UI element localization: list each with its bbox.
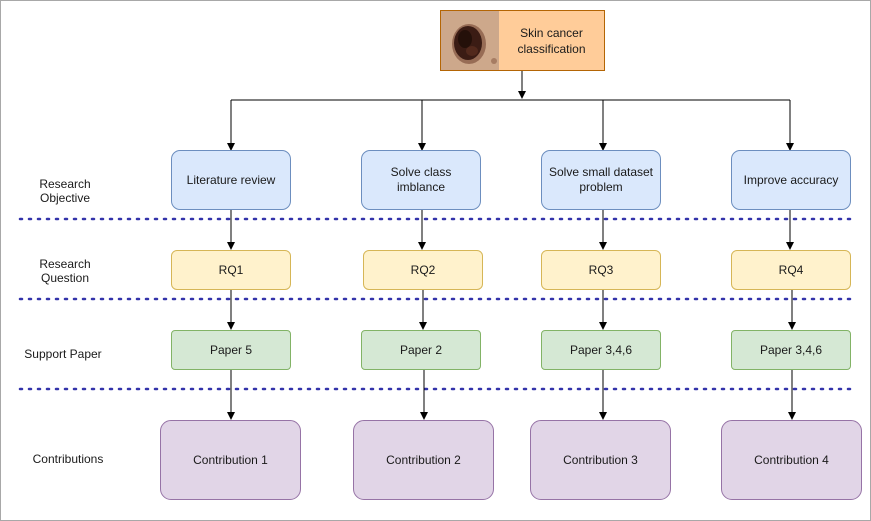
contribution-node-1[interactable]: Contribution 1	[160, 420, 301, 500]
paper-node-3[interactable]: Paper 3,4,6	[541, 330, 661, 370]
skin-lesion-icon	[441, 11, 499, 70]
root-node[interactable]: Skin cancer classification	[440, 10, 605, 71]
contribution-node-3[interactable]: Contribution 3	[530, 420, 671, 500]
question-node-2[interactable]: RQ2	[363, 250, 483, 290]
paper-node-4[interactable]: Paper 3,4,6	[731, 330, 851, 370]
row-label-objective: Research Objective	[39, 177, 91, 205]
question-node-1[interactable]: RQ1	[171, 250, 291, 290]
question-node-3[interactable]: RQ3	[541, 250, 661, 290]
row-label-paper: Support Paper	[24, 347, 102, 361]
objective-node-3[interactable]: Solve small dataset problem	[541, 150, 661, 210]
row-label-question: Research Question	[39, 257, 91, 285]
objective-node-4[interactable]: Improve accuracy	[731, 150, 851, 210]
row-label-contribution: Contributions	[32, 452, 104, 466]
root-title: Skin cancer classification	[517, 25, 586, 56]
paper-node-2[interactable]: Paper 2	[361, 330, 481, 370]
paper-node-1[interactable]: Paper 5	[171, 330, 291, 370]
contribution-node-4[interactable]: Contribution 4	[721, 420, 862, 500]
objective-node-1[interactable]: Literature review	[171, 150, 291, 210]
objective-node-2[interactable]: Solve class imblance	[361, 150, 481, 210]
skin-lesion-image	[441, 11, 499, 70]
contribution-node-2[interactable]: Contribution 2	[353, 420, 494, 500]
question-node-4[interactable]: RQ4	[731, 250, 851, 290]
